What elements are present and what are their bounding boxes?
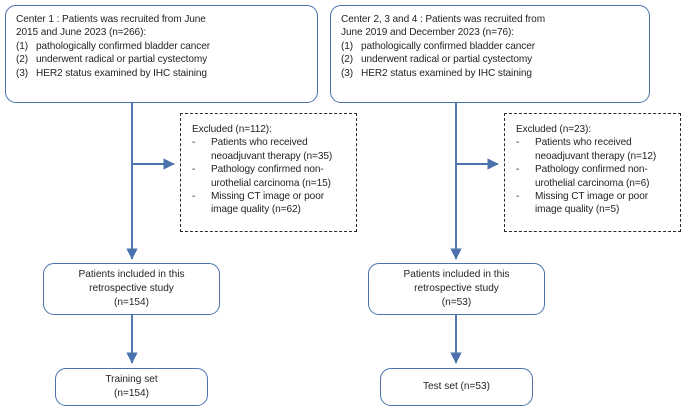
included-box-right: Patients included in this retrospective …	[368, 263, 545, 315]
test-set-text: Test set (n=53)	[423, 380, 490, 394]
test-set-label: Test set (n=53)	[422, 381, 491, 392]
excluded-item-line1: Patients who received	[535, 137, 632, 149]
excluded-right-list: - Patients who received neoadjuvant ther…	[516, 136, 674, 216]
included-box-left: Patients included in this retrospective …	[43, 263, 220, 315]
list-item: - Missing CT image or poor image quality…	[516, 190, 674, 217]
list-item: - Missing CT image or poor image quality…	[192, 190, 350, 217]
excluded-item-line2: neoadjuvant therapy (n=12)	[535, 150, 657, 162]
list-item: - Patients who received neoadjuvant ther…	[192, 136, 350, 163]
included-right-count: (n=53)	[441, 297, 472, 308]
included-left-line2: retrospective study	[89, 283, 174, 294]
criterion-text: HER2 status examined by IHC staining	[36, 67, 207, 79]
included-right-text: Patients included in this retrospective …	[403, 268, 509, 310]
list-item: (2) underwent radical or partial cystect…	[341, 53, 640, 66]
criterion-text: underwent radical or partial cystectomy	[36, 54, 208, 66]
excluded-box-right: Excluded (n=23): - Patients who received…	[504, 113, 681, 232]
criterion-text: underwent radical or partial cystectomy	[361, 54, 533, 66]
source-center1-lead-line1: Center 1 : Patients was recruited from J…	[16, 14, 206, 25]
bullet-dash: -	[516, 191, 520, 203]
excluded-item-line2: neoadjuvant therapy (n=35)	[211, 150, 333, 162]
excluded-item-text: Missing CT image or poor image quality (…	[211, 190, 350, 217]
excluded-item-text: Pathology confirmed non- urothelial carc…	[211, 163, 350, 190]
criterion-marker: (1)	[16, 40, 29, 52]
source-center1-lead-line2: 2015 and June 2023 (n=266):	[16, 27, 147, 39]
excluded-item-line1: Missing CT image or poor	[535, 191, 648, 203]
criterion-marker: (1)	[341, 40, 354, 52]
excluded-item-text: Patients who received neoadjuvant therap…	[211, 136, 350, 163]
excluded-item-text: Missing CT image or poor image quality (…	[535, 190, 674, 217]
included-right-line1: Patients included in this	[403, 269, 510, 280]
excluded-item-text: Pathology confirmed non- urothelial carc…	[535, 163, 674, 190]
bullet-dash: -	[516, 137, 520, 149]
excluded-box-left: Excluded (n=112): - Patients who receive…	[180, 113, 357, 232]
excluded-right-heading: Excluded (n=23):	[516, 124, 591, 135]
criterion-marker: (3)	[341, 67, 354, 79]
excluded-item-line2: urothelial carcinoma (n=15)	[211, 177, 331, 189]
criterion-marker: (3)	[16, 67, 29, 79]
source-box-center1: Center 1 : Patients was recruited from J…	[5, 5, 318, 103]
bullet-dash: -	[516, 164, 520, 176]
excluded-item-line1: Pathology confirmed non-	[211, 164, 324, 176]
final-box-test-set: Test set (n=53)	[380, 368, 533, 406]
criterion-marker: (2)	[16, 54, 29, 66]
bullet-dash: -	[192, 164, 196, 176]
bullet-dash: -	[192, 191, 196, 203]
list-item: (1) pathologically confirmed bladder can…	[16, 40, 308, 53]
final-box-training-set: Training set (n=154)	[55, 368, 208, 406]
bullet-dash: -	[192, 137, 196, 149]
criterion-marker: (2)	[341, 54, 354, 66]
criterion-text: pathologically confirmed bladder cancer	[36, 40, 210, 52]
training-set-text: Training set (n=154)	[105, 373, 157, 401]
included-left-count: (n=154)	[113, 297, 150, 308]
source-center1-criteria-list: (1) pathologically confirmed bladder can…	[16, 40, 308, 80]
excluded-item-line2: image quality (n=5)	[535, 204, 620, 216]
list-item: (1) pathologically confirmed bladder can…	[341, 40, 640, 53]
source-center234-criteria-list: (1) pathologically confirmed bladder can…	[341, 40, 640, 80]
included-right-line2: retrospective study	[414, 283, 499, 294]
criterion-text: HER2 status examined by IHC staining	[361, 67, 532, 79]
source-box-center234: Center 2, 3 and 4 : Patients was recruit…	[330, 5, 650, 103]
included-left-text: Patients included in this retrospective …	[78, 268, 184, 310]
excluded-item-text: Patients who received neoadjuvant therap…	[535, 136, 674, 163]
excluded-left-list: - Patients who received neoadjuvant ther…	[192, 136, 350, 216]
training-set-label: Training set	[105, 374, 158, 385]
excluded-item-line1: Pathology confirmed non-	[535, 164, 648, 176]
source-center234-lead-line2: June 2019 and December 2023 (n=76):	[341, 27, 514, 39]
training-set-count: (n=154)	[113, 388, 150, 399]
list-item: - Patients who received neoadjuvant ther…	[516, 136, 674, 163]
source-center234-lead-line1: Center 2, 3 and 4 : Patients was recruit…	[341, 14, 546, 25]
list-item: (3) HER2 status examined by IHC staining	[341, 67, 640, 80]
list-item: (3) HER2 status examined by IHC staining	[16, 67, 308, 80]
excluded-item-line2: image quality (n=62)	[211, 204, 301, 216]
list-item: (2) underwent radical or partial cystect…	[16, 53, 308, 66]
criterion-text: pathologically confirmed bladder cancer	[361, 40, 535, 52]
included-left-line1: Patients included in this	[78, 269, 185, 280]
excluded-item-line2: urothelial carcinoma (n=6)	[535, 177, 650, 189]
excluded-item-line1: Missing CT image or poor	[211, 191, 324, 203]
excluded-item-line1: Patients who received	[211, 137, 308, 149]
excluded-left-heading: Excluded (n=112):	[192, 124, 272, 135]
list-item: - Pathology confirmed non- urothelial ca…	[192, 163, 350, 190]
list-item: - Pathology confirmed non- urothelial ca…	[516, 163, 674, 190]
